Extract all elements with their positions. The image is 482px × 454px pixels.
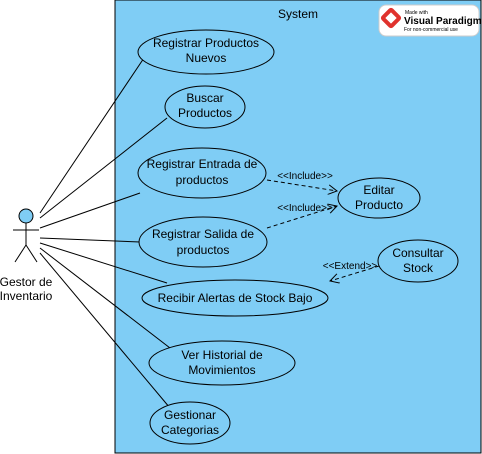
association-uc1 xyxy=(39,51,149,214)
actor-gestor-de-inventario[interactable]: Gestor de Inventario xyxy=(0,208,53,303)
use-case-label: Registrar Productos xyxy=(153,36,259,50)
system-title: System xyxy=(278,7,318,21)
use-case-label: Editar xyxy=(363,183,394,197)
include-relation-2 xyxy=(266,206,337,229)
use-case-label: Recibir Alertas de Stock Bajo xyxy=(158,291,313,305)
association-uc2 xyxy=(39,117,168,219)
use-case-label: Ver Historial de xyxy=(181,348,263,362)
visual-paradigm-watermark: Made with Visual Paradigm For non-commer… xyxy=(378,4,482,37)
watermark-note: For non-commercial use xyxy=(404,27,458,33)
watermark-brand: Visual Paradigm xyxy=(404,16,482,27)
use-case-registrar-entrada[interactable]: Registrar Entrada de productos xyxy=(137,147,267,199)
use-case-label: Producto xyxy=(355,198,403,212)
actor-icon xyxy=(13,208,39,263)
association-uc6 xyxy=(39,247,171,349)
actor-label-line1: Gestor de xyxy=(0,275,53,289)
use-case-label: Registrar Entrada de xyxy=(147,157,258,171)
use-case-buscar-productos[interactable]: Buscar Productos xyxy=(164,85,246,129)
visual-paradigm-logo-icon xyxy=(380,7,402,29)
use-case-label: Categorias xyxy=(161,423,219,437)
association-uc7 xyxy=(39,252,171,409)
use-case-consultar-stock[interactable]: Consultar Stock xyxy=(377,239,459,283)
use-case-label: Movimientos xyxy=(188,363,255,377)
use-case-label: Stock xyxy=(403,261,434,275)
association-uc5 xyxy=(39,242,168,284)
use-case-label: Consultar xyxy=(392,246,443,260)
use-case-label: productos xyxy=(176,173,229,187)
use-case-registrar-salida[interactable]: Registrar Salida de productos xyxy=(138,216,268,268)
include-label-1: <<Include>> xyxy=(277,171,333,182)
use-case-label: Registrar Salida de xyxy=(152,227,254,241)
use-case-label: Productos xyxy=(178,106,232,120)
association-uc4 xyxy=(39,237,141,243)
use-case-label: Buscar xyxy=(186,91,223,105)
actor-label-line2: Inventario xyxy=(0,289,53,303)
include-label-2: <<Include>> xyxy=(277,203,333,214)
use-case-gestionar-categorias[interactable]: Gestionar Categorias xyxy=(149,401,231,445)
use-case-label: Gestionar xyxy=(164,408,216,422)
association-uc3 xyxy=(39,192,141,229)
associations xyxy=(39,51,171,409)
use-case-ver-historial[interactable]: Ver Historial de Movimientos xyxy=(148,340,296,386)
use-case-recibir-alertas[interactable]: Recibir Alertas de Stock Bajo xyxy=(141,279,329,317)
extend-label: <<Extend>> xyxy=(323,261,378,272)
watermark-made-with: Made with xyxy=(405,10,428,16)
include-relation-1 xyxy=(266,179,337,191)
use-case-label: Nuevos xyxy=(186,51,227,65)
use-case-label: productos xyxy=(177,243,230,257)
use-case-editar-producto[interactable]: Editar Producto xyxy=(337,177,421,219)
relations: <<Include>> <<Include>> <<Extend>> xyxy=(266,171,380,281)
extend-relation xyxy=(330,265,380,281)
use-case-registrar-productos-nuevos[interactable]: Registrar Productos Nuevos xyxy=(137,29,275,75)
